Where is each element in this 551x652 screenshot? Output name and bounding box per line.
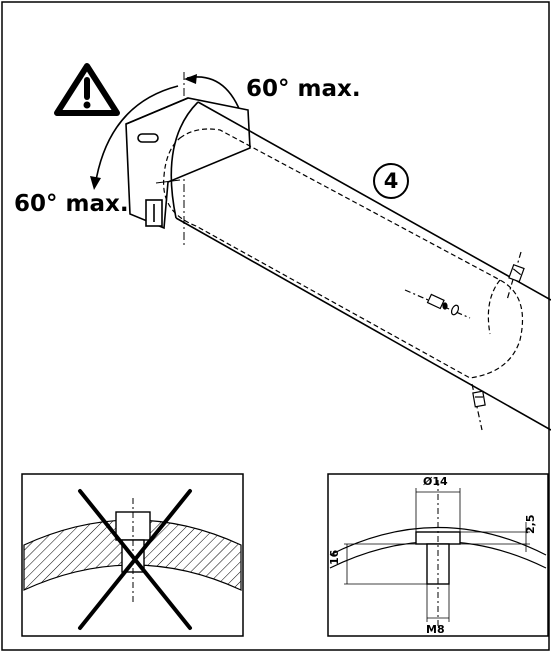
screw-and-washer xyxy=(404,289,471,319)
diameter-dimension-label: Ø14 xyxy=(423,475,448,488)
rotation-limit-left-label: 60° max. xyxy=(14,191,129,217)
warning-triangle-icon xyxy=(54,63,120,116)
step-number-badge: 4 xyxy=(373,163,409,199)
tube xyxy=(170,101,551,431)
rotation-limit-top-label: 60° max. xyxy=(246,76,361,102)
hidden-insert xyxy=(163,128,524,379)
set-screw-top xyxy=(506,251,525,301)
rotation-arrow-left xyxy=(90,85,179,190)
mounting-bracket xyxy=(125,97,251,230)
head-height-dimension-label: 2,5 xyxy=(524,514,537,535)
set-screw-bottom xyxy=(471,383,486,431)
detail-incorrect xyxy=(21,473,244,637)
thread-dimension-label: M8 xyxy=(426,623,445,636)
cross-mark-icon xyxy=(78,489,192,630)
detail-correct xyxy=(327,473,549,637)
length-dimension-label: 16 xyxy=(328,549,341,565)
